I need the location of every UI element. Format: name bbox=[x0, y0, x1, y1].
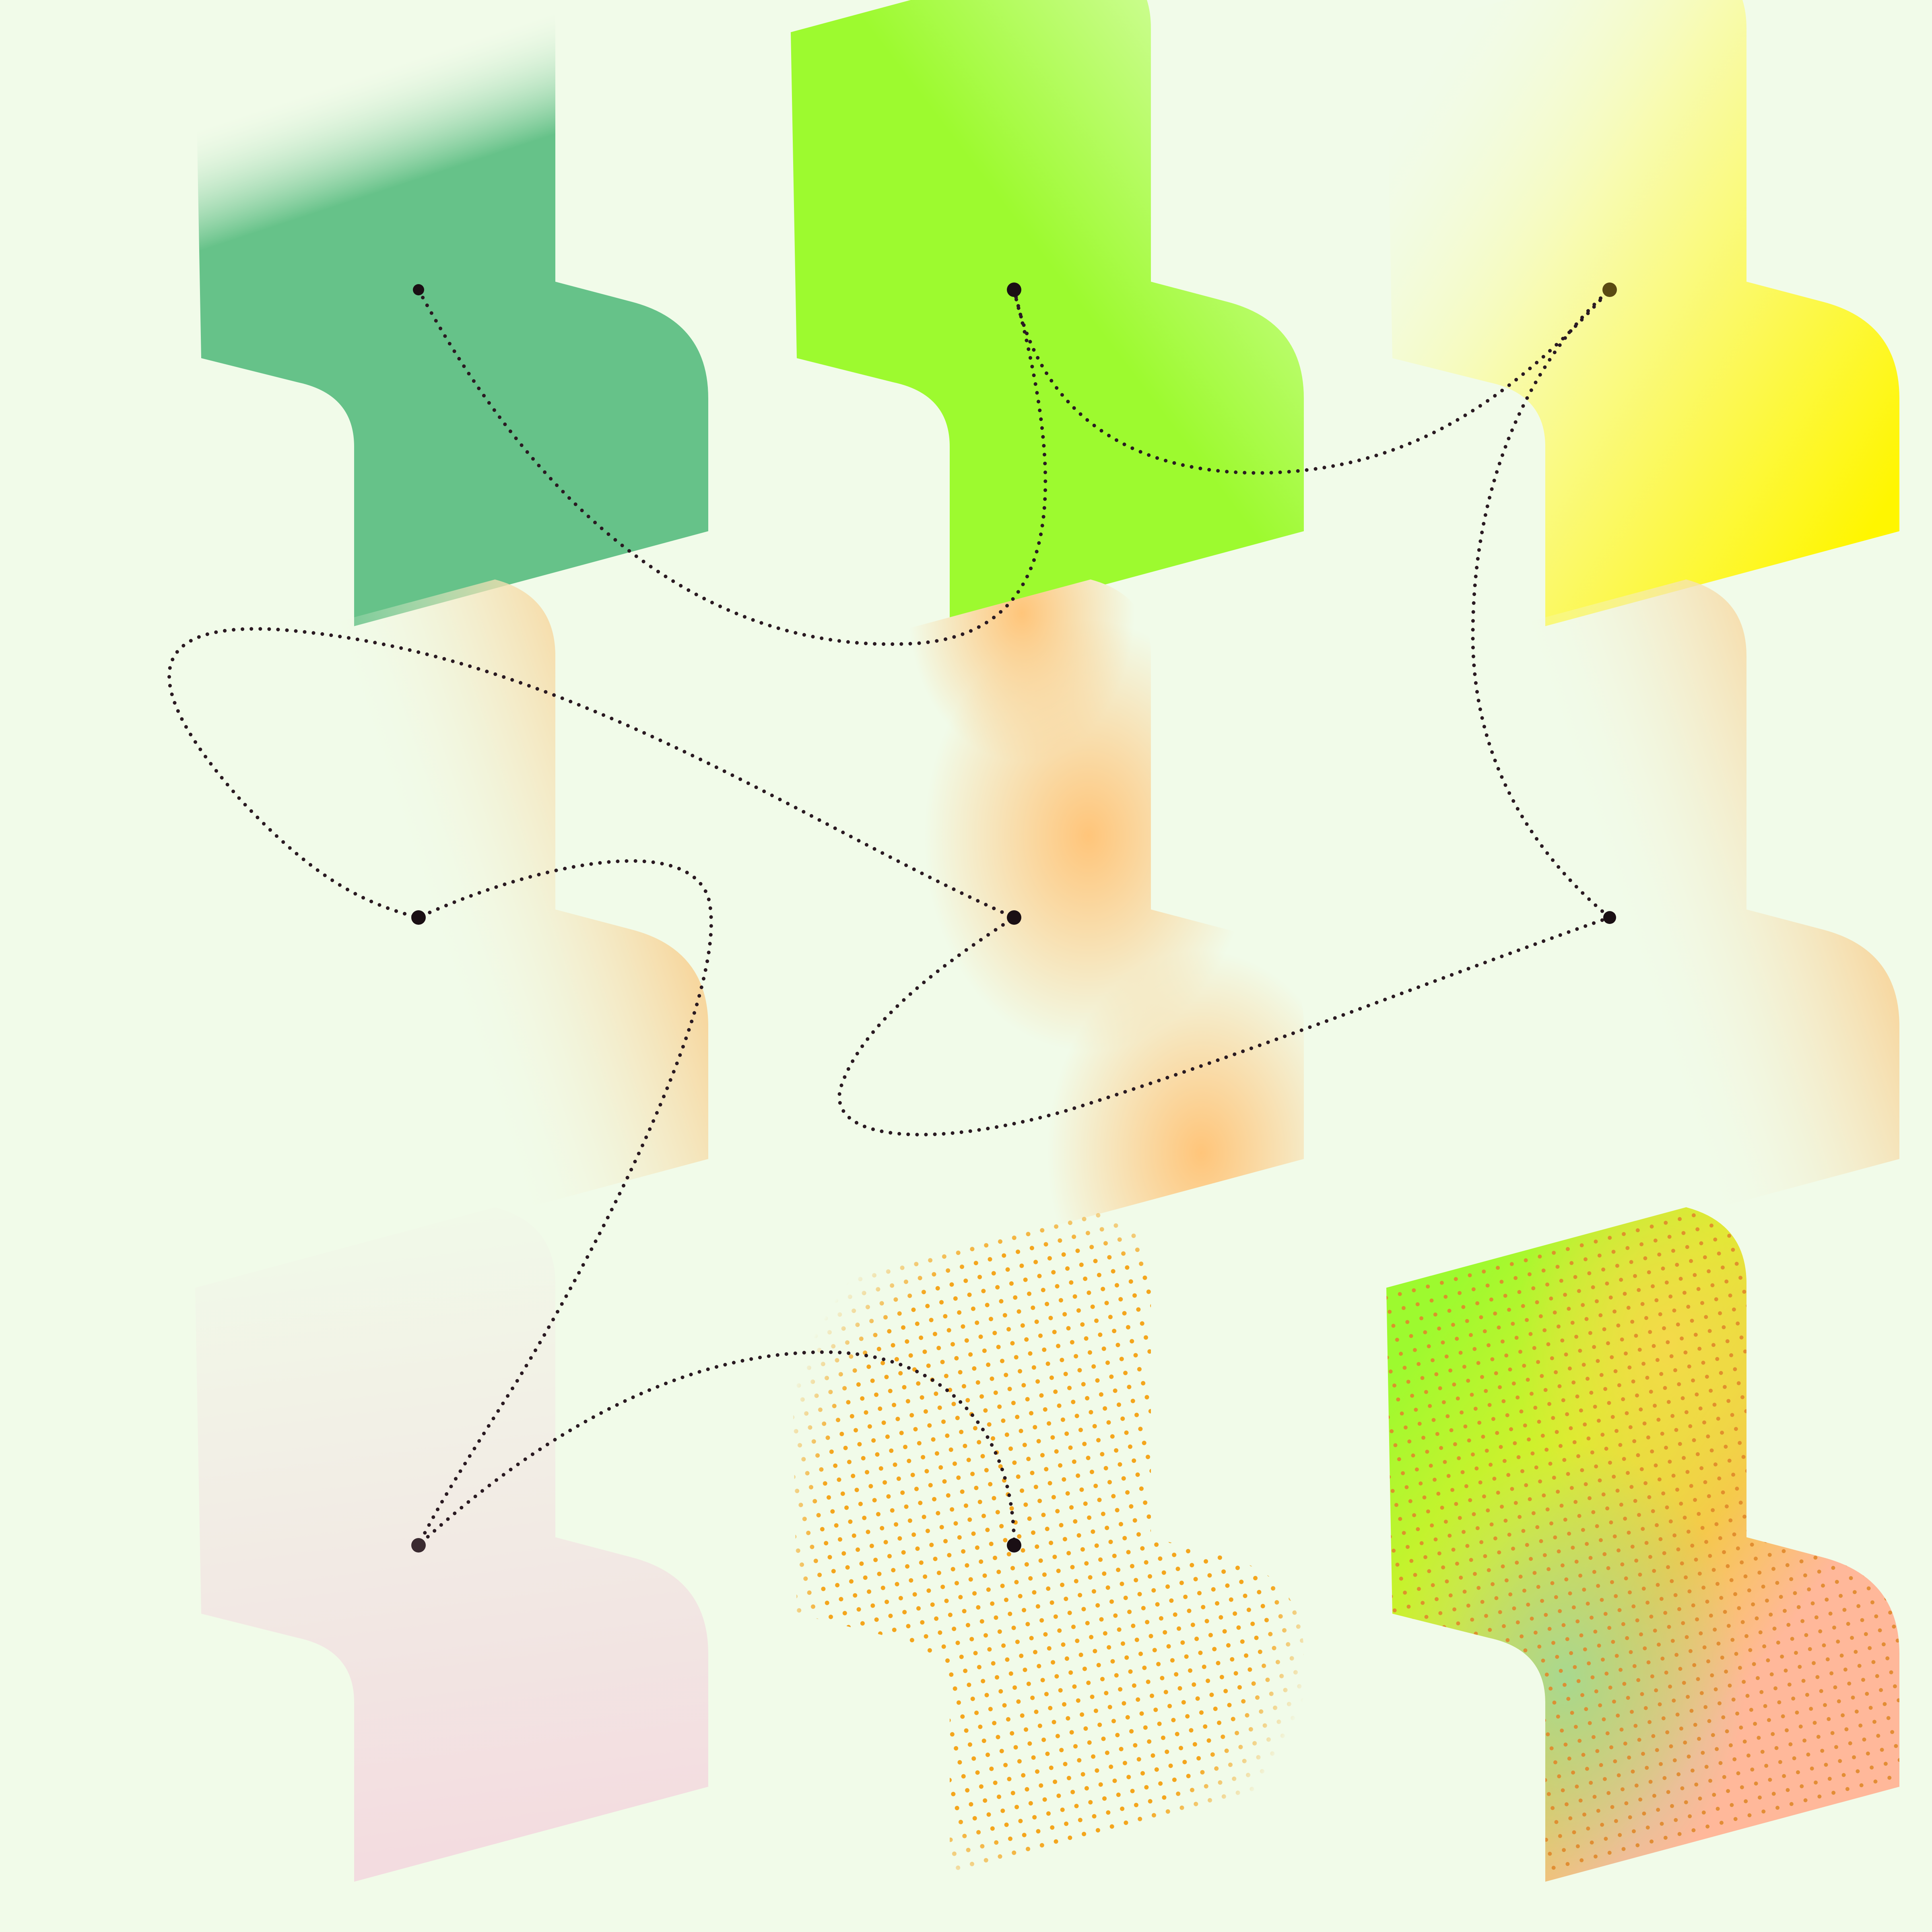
node-4 bbox=[411, 910, 426, 925]
node-8 bbox=[1007, 1538, 1021, 1553]
node-1 bbox=[413, 284, 424, 295]
path-nodes bbox=[411, 282, 1617, 1553]
node-2 bbox=[1007, 282, 1021, 297]
node-6 bbox=[1603, 911, 1616, 924]
node-5 bbox=[1007, 910, 1021, 925]
node-7 bbox=[411, 1538, 426, 1553]
node-3 bbox=[1602, 282, 1617, 297]
